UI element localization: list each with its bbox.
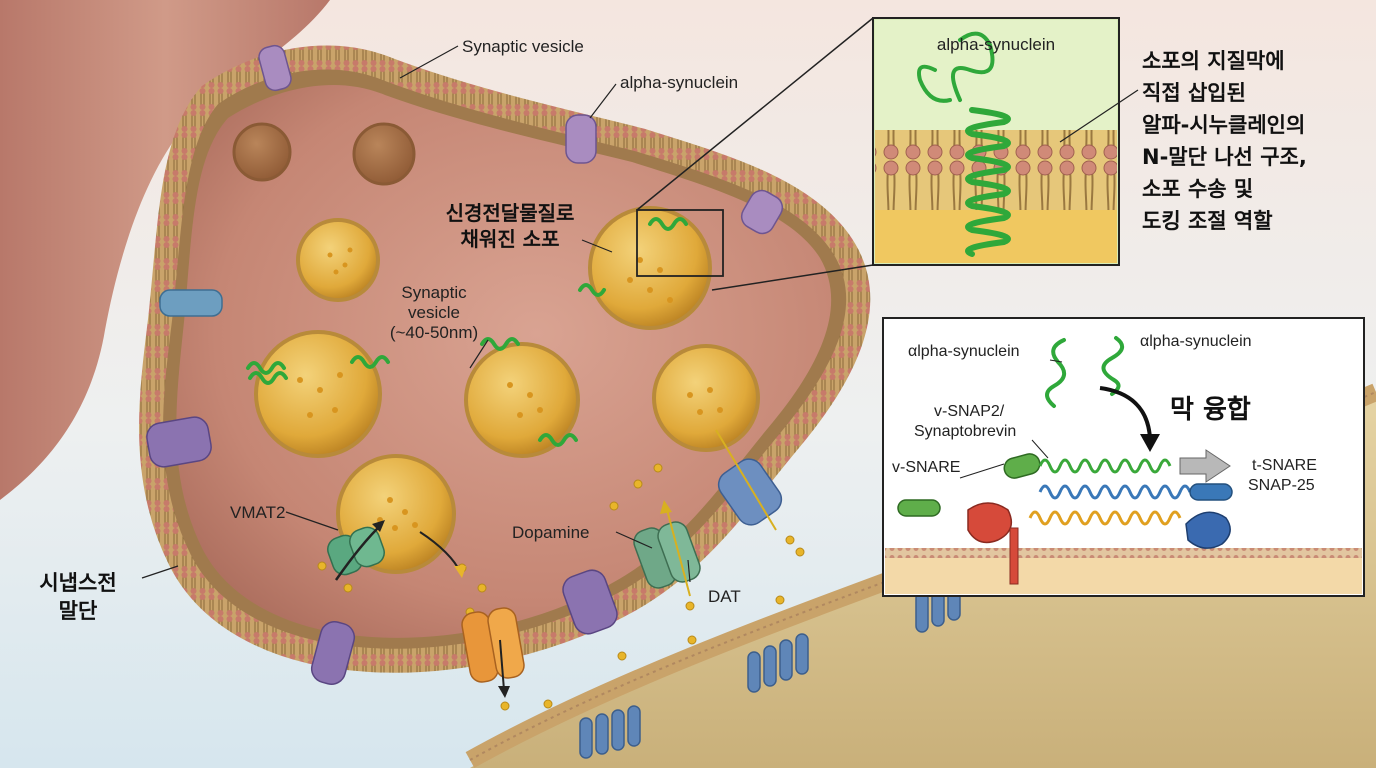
vesicle-contents	[297, 247, 723, 531]
label-synaptic-vesicle: Synaptic vesicle	[462, 37, 584, 56]
inset-bottom: αlpha-synuclein αlpha-synuclein 막 융합 v-S…	[882, 317, 1365, 597]
label-presynaptic-line2: 말단	[59, 599, 98, 623]
postsynaptic-receptors	[579, 579, 961, 759]
inset-bottom-vsnap-line1: v-SNAP2/	[934, 403, 1005, 420]
leader-lines	[141, 45, 691, 583]
zoom-box	[636, 209, 724, 277]
dat-transporter	[633, 429, 777, 597]
label-filled-vesicle-line2: 채워진 소포	[461, 227, 560, 251]
release-channel	[461, 607, 525, 698]
label-presynaptic-line1: 시냅스전	[39, 571, 116, 595]
caption-line-1: 소포의 지질막에	[1142, 49, 1285, 73]
inset-bottom-alpha-left: αlpha-synuclein	[908, 343, 1020, 360]
caption-line-6: 도킹 조절 역할	[1142, 209, 1273, 233]
label-dopamine: Dopamine	[512, 523, 590, 542]
inset-bottom-tsnare-line2: SNAP-25	[1248, 477, 1315, 494]
caption-line-5: 소포 수송 및	[1142, 177, 1253, 201]
label-alpha-synuclein: alpha-synuclein	[620, 73, 738, 92]
inset-top-caption: 소포의 지질막에 직접 삽입된 알파-시누클레인의 N-말단 나선 구조, 소포…	[1059, 49, 1307, 233]
vesicles	[232, 122, 760, 574]
synuclein-loop	[917, 31, 995, 103]
inset-top: alpha-synuclein	[872, 17, 1120, 266]
alpha-synuclein-helices	[246, 217, 688, 447]
label-vmat2: VMAT2	[230, 503, 285, 522]
inset-bottom-alpha-right: αlpha-synuclein	[1140, 333, 1252, 350]
inset-bottom-vsnap-line2: Synaptobrevin	[914, 423, 1016, 440]
inset-bottom-vsnare: v-SNARE	[892, 459, 960, 476]
label-vesicle-mid-line3: (~40-50nm)	[390, 323, 478, 342]
inset-bottom-tsnare-line1: t-SNARE	[1252, 457, 1317, 474]
label-filled-vesicle-line1: 신경전달물질로	[446, 201, 575, 225]
zoom-line-bottom	[711, 264, 874, 291]
synuclein-helix	[965, 107, 1011, 257]
label-dat: DAT	[708, 587, 741, 606]
axon	[0, 0, 330, 500]
caption-line-2: 직접 삽입된	[1142, 81, 1246, 105]
inset-bottom-fusion: 막 융합	[1170, 395, 1251, 425]
vmat2-transporter	[327, 520, 466, 581]
caption-line-4: N-말단 나선 구조,	[1142, 145, 1307, 169]
label-vesicle-mid-line2: vesicle	[408, 303, 460, 322]
membrane-proteins	[146, 44, 784, 685]
caption-line-3: 알파-시누클레인의	[1142, 113, 1305, 137]
zoom-line-top	[636, 17, 874, 211]
inset-top-title: alpha-synuclein	[937, 35, 1055, 54]
label-vesicle-mid-line1: Synaptic	[401, 283, 467, 302]
